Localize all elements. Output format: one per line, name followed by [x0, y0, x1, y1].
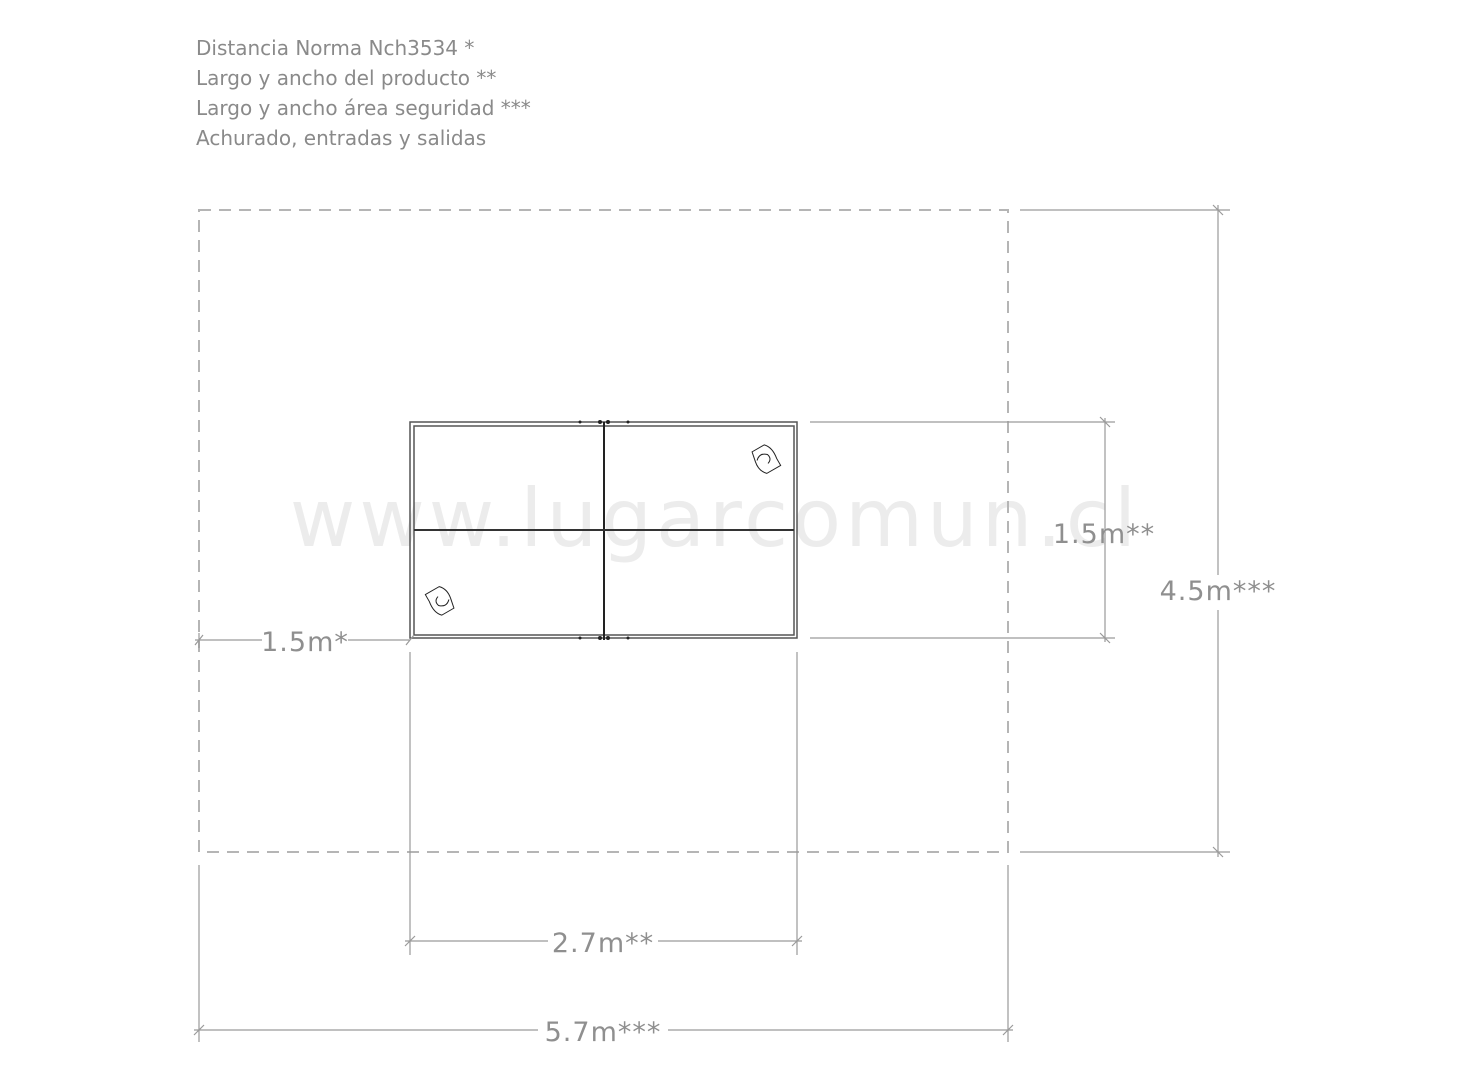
- safety-area: [198, 209, 1009, 853]
- legend-item-hatching: Achurado, entradas y salidas: [196, 126, 487, 150]
- dimension-product-length: 2.7m**: [404, 652, 803, 959]
- dimension-label: 4.5m***: [1160, 576, 1277, 607]
- dimension-label: 2.7m**: [552, 928, 654, 959]
- paddle-icon: [424, 586, 455, 616]
- paddle-icon: [751, 444, 782, 474]
- dimension-label: 5.7m***: [545, 1017, 662, 1048]
- dimension-label: 1.5m**: [1053, 519, 1155, 550]
- dimension-safety-length: 5.7m***: [193, 865, 1014, 1048]
- legend-item-product: Largo y ancho del producto **: [196, 66, 497, 90]
- dimension-product-width: 1.5m**: [810, 416, 1155, 644]
- product-table: [409, 420, 798, 640]
- watermark: www.lugarcomun.cl: [290, 472, 1140, 565]
- dimension-safety-width: 4.5m***: [1020, 204, 1277, 858]
- dimension-label: 1.5m*: [261, 627, 349, 658]
- legend: Distancia Norma Nch3534 * Largo y ancho …: [196, 33, 531, 153]
- dimension-norm-distance: 1.5m*: [194, 627, 415, 658]
- legend-item-norm: Distancia Norma Nch3534 *: [196, 36, 475, 60]
- legend-item-safety: Largo y ancho área seguridad ***: [196, 96, 531, 120]
